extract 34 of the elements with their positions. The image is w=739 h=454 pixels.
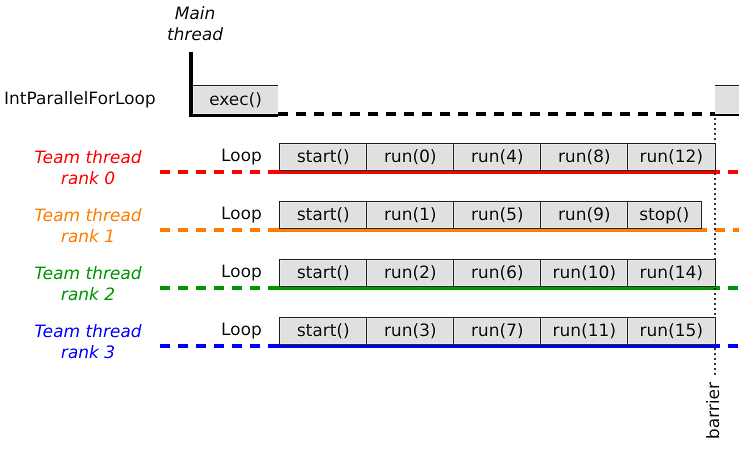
task-box: run(12) — [627, 143, 716, 171]
task-box: start() — [279, 317, 368, 345]
task-box: run(5) — [453, 201, 542, 229]
loop-label: Loop — [221, 320, 262, 341]
thread-label: Team thread rank 2 — [33, 264, 143, 306]
task-box: run(7) — [453, 317, 542, 345]
barrier-label: barrier — [704, 382, 725, 440]
task-box — [715, 85, 739, 114]
function-label: IntParallelForLoop — [4, 89, 156, 110]
timeline-connector — [278, 112, 715, 116]
thread-title: Main thread — [166, 4, 224, 46]
task-box: run(2) — [366, 259, 454, 287]
thread-label: Team thread rank 3 — [33, 322, 143, 364]
loop-label: Loop — [221, 146, 262, 167]
task-box: run(11) — [540, 317, 628, 345]
task-box: run(6) — [453, 259, 542, 287]
task-box: start() — [279, 143, 368, 171]
task-box: run(8) — [540, 143, 628, 171]
task-box: run(15) — [627, 317, 716, 345]
task-box: stop() — [627, 201, 702, 229]
task-box: start() — [279, 201, 368, 229]
loop-label: Loop — [221, 204, 262, 225]
loop-label: Loop — [221, 262, 262, 283]
task-box: run(3) — [366, 317, 454, 345]
task-box: run(4) — [453, 143, 542, 171]
task-box: start() — [279, 259, 368, 287]
task-box: run(0) — [366, 143, 454, 171]
task-box: run(9) — [540, 201, 628, 229]
task-box: run(10) — [540, 259, 628, 287]
task-box: exec() — [193, 85, 278, 114]
task-box: run(1) — [366, 201, 454, 229]
thread-label: Team thread rank 0 — [33, 148, 143, 190]
task-box: run(14) — [627, 259, 716, 287]
thread-label: Team thread rank 1 — [33, 206, 143, 248]
